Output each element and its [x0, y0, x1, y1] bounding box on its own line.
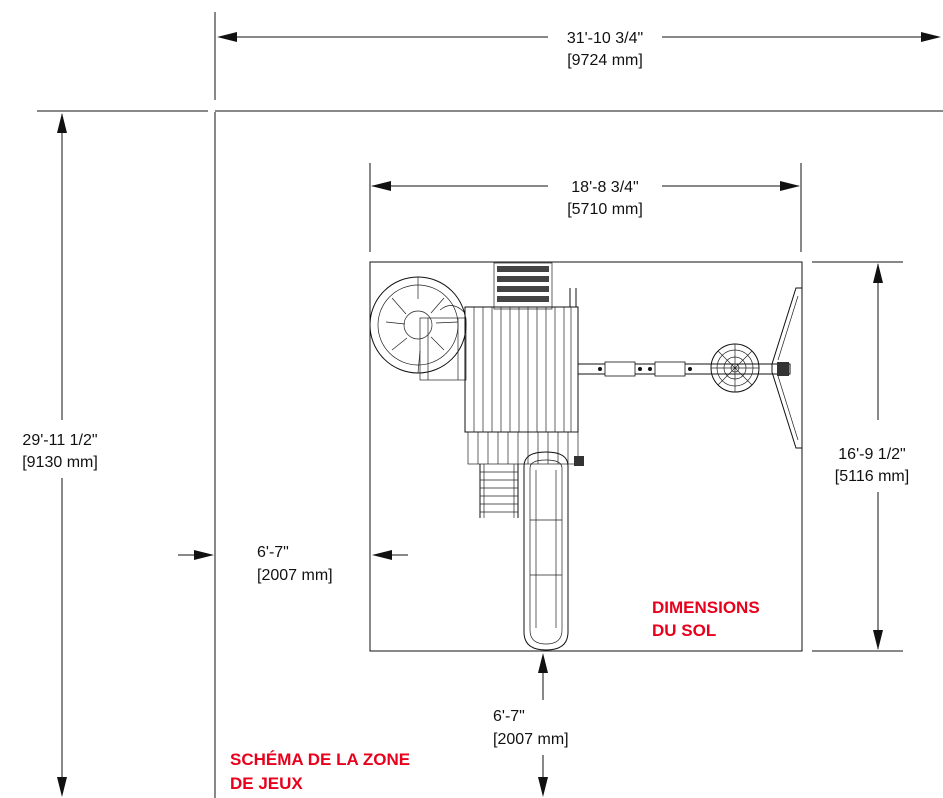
overall-depth-dimension: 29'-11 1/2" [9130 mm] — [22, 113, 98, 797]
ground-dimensions-line-1: DIMENSIONS — [652, 598, 760, 617]
spiral-slide — [369, 276, 467, 381]
side-clearance-dimension: 6'-7" [2007 mm] — [178, 544, 408, 584]
footprint-depth-metric: [5116 mm] — [835, 468, 909, 485]
front-clearance-dimension: 6'-7" [2007 mm] — [493, 653, 569, 797]
overall-width-metric: [9724 mm] — [567, 52, 643, 69]
ground-dimensions-label: DIMENSIONS DU SOL — [652, 598, 760, 640]
play-area-boundary — [37, 12, 943, 798]
play-area-line-2: DE JEUX — [230, 774, 303, 793]
climbing-wall — [493, 262, 553, 310]
overall-depth-imperial: 29'-11 1/2" — [22, 432, 97, 449]
web-swing — [710, 343, 760, 393]
overall-width-imperial: 31'-10 3/4" — [567, 30, 643, 47]
front-clearance-metric: [2007 mm] — [493, 731, 569, 748]
swing-beam — [577, 361, 791, 377]
ground-footprint-box — [369, 261, 803, 652]
play-area-label: SCHÉMA DE LA ZONE DE JEUX — [230, 750, 410, 793]
footprint-width-imperial: 18'-8 3/4" — [571, 179, 638, 196]
playset-top-view — [369, 262, 803, 651]
footprint-width-dimension: 18'-8 3/4" [5710 mm] — [369, 163, 802, 252]
footprint-width-metric: [5710 mm] — [567, 201, 643, 218]
platform-deck — [467, 431, 584, 466]
front-clearance-imperial: 6'-7" — [493, 708, 525, 725]
ground-dimensions-line-2: DU SOL — [652, 621, 716, 640]
overall-depth-metric: [9130 mm] — [22, 454, 98, 471]
footprint-depth-imperial: 16'-9 1/2" — [838, 446, 905, 463]
side-clearance-metric: [2007 mm] — [257, 567, 333, 584]
straight-slide — [523, 451, 569, 651]
ladder — [479, 464, 519, 518]
swing-a-frame — [771, 287, 803, 449]
side-clearance-imperial: 6'-7" — [257, 544, 289, 561]
overall-width-dimension: 31'-10 3/4" [9724 mm] — [217, 30, 941, 69]
platform-roof — [464, 288, 579, 433]
footprint-depth-dimension: 16'-9 1/2" [5116 mm] — [812, 261, 909, 652]
play-area-line-1: SCHÉMA DE LA ZONE — [230, 750, 410, 769]
